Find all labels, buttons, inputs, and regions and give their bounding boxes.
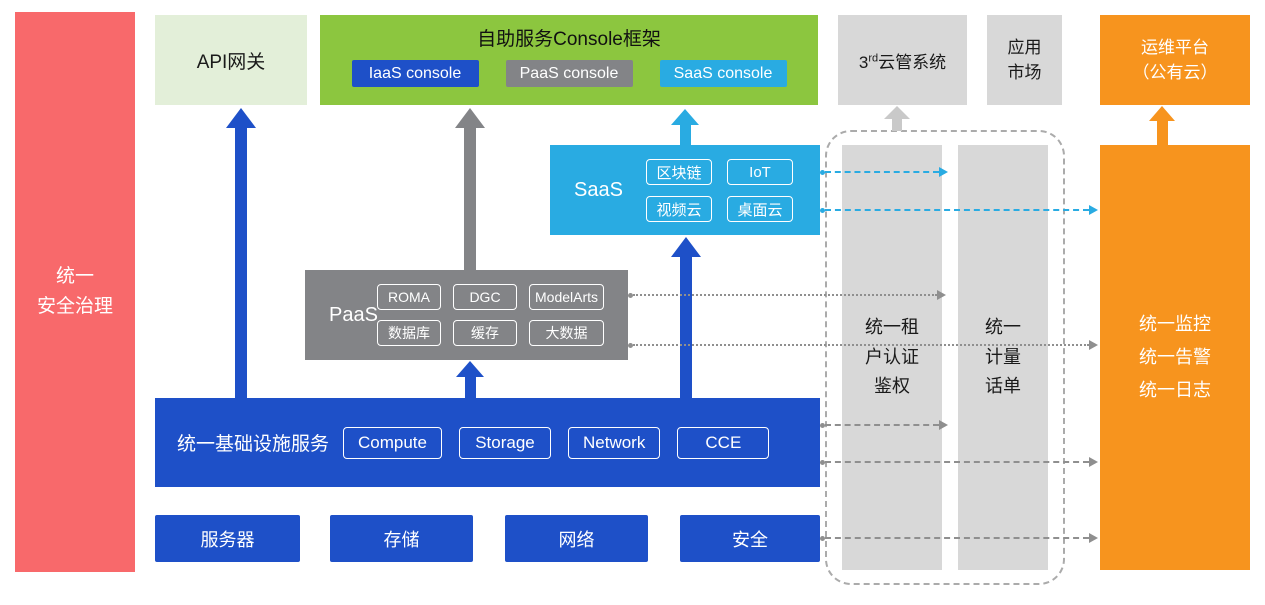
monitoring-bar: 统一监控 统一告警 统一日志 [1100, 145, 1250, 570]
desktop-cloud-chip: 桌面云 [727, 196, 793, 222]
arrow-auth-to-third-party [884, 106, 910, 131]
connector-infra-row1-to-metering [820, 419, 948, 431]
paas-label: PaaS [329, 303, 378, 326]
video-cloud-chip: 视频云 [646, 196, 712, 222]
tenant-auth-bar: 统一租 户认证 鉴权 [842, 145, 942, 570]
arrow-infra-to-paas [456, 361, 484, 398]
console-framework-box: 自助服务Console框架 IaaS console PaaS console … [320, 15, 818, 105]
cache-chip: 缓存 [453, 320, 517, 346]
saas-label: SaaS [574, 178, 623, 201]
modelarts-chip: ModelArts [529, 284, 605, 310]
database-chip: 数据库 [377, 320, 441, 346]
server-box: 服务器 [155, 515, 300, 562]
saas-box: SaaS 区块链 IoT 视频云 桌面云 [550, 145, 820, 235]
infrastructure-service-row: Compute Storage Network CCE [343, 398, 770, 487]
network-box: 网络 [505, 515, 648, 562]
arrow-paas-to-console [455, 108, 485, 270]
connector-infra-row2-to-monitoring [820, 456, 1098, 468]
compute-chip: Compute [343, 426, 442, 459]
connector-paas-row1-to-metering [628, 289, 946, 301]
storage-box: 存储 [330, 515, 473, 562]
om-platform-box: 运维平台 （公有云） [1100, 15, 1250, 105]
storage-chip: Storage [458, 426, 551, 459]
bigdata-chip: 大数据 [529, 320, 605, 346]
iaas-console-chip: IaaS console [351, 60, 479, 87]
dgc-chip: DGC [453, 284, 517, 310]
security-governance-bar: 统一 安全治理 [15, 12, 135, 572]
infrastructure-box: 统一基础设施服务 Compute Storage Network CCE [155, 398, 820, 487]
third-party-cloud-mgmt-label: 3rd云管系统 [858, 51, 947, 72]
metering-bar: 统一 计量 话单 [958, 145, 1048, 570]
paas-service-grid: ROMA DGC ModelArts 数据库 缓存 大数据 [377, 284, 605, 346]
infrastructure-label: 统一基础设施服务 [177, 434, 330, 455]
network-chip: Network [567, 426, 661, 459]
connector-saas-row1-to-metering [820, 166, 948, 178]
arrow-monitoring-to-om-platform [1149, 106, 1175, 145]
cce-chip: CCE [677, 426, 770, 459]
arrow-infra-to-saas [671, 237, 701, 398]
paas-console-chip: PaaS console [505, 60, 633, 87]
api-gateway-box: API网关 [155, 15, 307, 105]
blockchain-chip: 区块链 [646, 159, 712, 185]
iot-chip: IoT [727, 159, 793, 185]
security-box: 安全 [680, 515, 820, 562]
console-framework-title: 自助服务Console框架 [477, 29, 661, 50]
connector-paas-row2-to-monitoring [628, 339, 1098, 351]
app-market-box: 应用 市场 [987, 15, 1062, 105]
arrow-infra-to-api-gateway [226, 108, 256, 398]
paas-box: PaaS ROMA DGC ModelArts 数据库 缓存 大数据 [305, 270, 628, 360]
arrow-saas-to-console [671, 109, 699, 145]
console-chip-row: IaaS console PaaS console SaaS console [351, 60, 787, 87]
third-party-cloud-mgmt-box: 3rd云管系统 [838, 15, 967, 105]
connector-saas-row2-to-monitoring [820, 204, 1098, 216]
common-services-dashed-container [825, 130, 1065, 585]
roma-chip: ROMA [377, 284, 441, 310]
connector-resources-to-monitoring [820, 532, 1098, 544]
saas-console-chip: SaaS console [659, 60, 787, 87]
saas-service-grid: 区块链 IoT 视频云 桌面云 [646, 159, 793, 222]
